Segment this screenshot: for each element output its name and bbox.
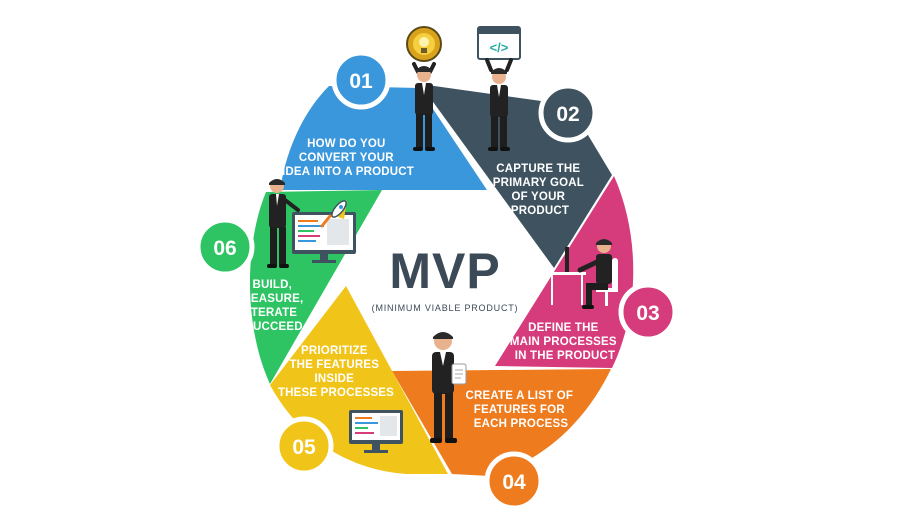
code-window-icon: </> — [477, 26, 521, 60]
step-03-line: MAIN PROCESSES — [510, 336, 617, 348]
svg-text:HOW DO YOU CONVERT YOUR: HOW DO YOU CONVERT YOUR IDEA INTO A PROD… — [282, 138, 414, 178]
step-04-number: 04 — [502, 471, 526, 494]
step-05-line: PRIORITIZE — [301, 345, 368, 357]
step-01-number: 01 — [349, 70, 373, 93]
step-03-number: 03 — [636, 302, 659, 325]
step-02-label: CAPTURE THE PRIMARY GOAL OF YOUR PRODUCT — [493, 163, 587, 217]
businessman-figure-02 — [485, 58, 513, 151]
businessman-figure-04 — [430, 332, 457, 443]
step-05-label: PRIORITIZE THE FEATURES INSIDE THESE PRO… — [278, 345, 394, 399]
step-02-line: PRODUCT — [511, 205, 569, 217]
step-04-line: EACH PROCESS — [474, 418, 569, 430]
step-06-line: ITERATE — [247, 307, 297, 319]
step-06-label: BUILD, MEASURE, ITERATE SUCCEED — [241, 279, 307, 333]
step-03-line: IN THE PRODUCT — [515, 350, 616, 362]
step-04-line: CREATE A LIST OF — [466, 390, 574, 402]
rocket-icon — [320, 200, 347, 228]
monitor-icon — [349, 410, 403, 453]
step-01-line: HOW DO YOU — [307, 138, 385, 150]
step-05-number: 05 — [292, 436, 316, 459]
step-06-number: 06 — [213, 237, 236, 260]
businessman-figure-01 — [412, 62, 436, 151]
step-06-badge: 06 — [195, 217, 255, 277]
step-06-line: SUCCEED — [245, 321, 303, 333]
step-03-label: DEFINE THE MAIN PROCESSES IN THE PRODUCT — [510, 322, 620, 362]
step-02-line: CAPTURE THE — [496, 163, 580, 175]
clipboard-icon — [451, 363, 467, 385]
step-01-badge: 01 — [331, 50, 391, 110]
lightbulb-icon — [406, 26, 442, 62]
step-02-badge: 02 — [538, 83, 598, 143]
step-04-badge: 04 — [484, 451, 544, 511]
svg-text:PRIORITIZE THE FEATURES: PRIORITIZE THE FEATURES INSIDE THESE PRO… — [278, 345, 394, 399]
step-01-line: CONVERT YOUR — [299, 152, 394, 164]
businessman-figure-06 — [267, 179, 300, 268]
step-05-line: THE FEATURES — [289, 359, 379, 371]
desktop-monitor-icon — [292, 212, 356, 263]
svg-text:CAPTURE THE PRIMARY GOAL: CAPTURE THE PRIMARY GOAL OF YOUR PRODUCT — [493, 163, 587, 217]
step-05-line: INSIDE — [315, 373, 355, 385]
code-symbol: </> — [490, 40, 509, 55]
svg-text:DEFINE THE MAIN PROCESSE: DEFINE THE MAIN PROCESSES IN THE PRODUCT — [510, 322, 620, 362]
step-02-number: 02 — [556, 103, 579, 126]
step-01-line: IDEA INTO A PRODUCT — [282, 166, 414, 178]
step-03-badge: 03 — [618, 282, 678, 342]
svg-text:CREATE A LIST OF FEATURE: CREATE A LIST OF FEATURES FOR EACH PROCE… — [466, 390, 577, 430]
diagram-subtitle: (MINIMUM VIABLE PRODUCT) — [372, 303, 519, 313]
businessman-figure-03 — [577, 239, 612, 309]
step-03-line: DEFINE THE — [528, 322, 598, 334]
step-06-line: BUILD, — [253, 279, 293, 291]
step-01-label: HOW DO YOU CONVERT YOUR IDEA INTO A PROD… — [282, 138, 414, 178]
step-05-line: THESE PROCESSES — [278, 387, 394, 399]
step-06-line: MEASURE, — [241, 293, 303, 305]
step-02-line: OF YOUR — [512, 191, 566, 203]
segment-blade-01 — [280, 86, 487, 190]
step-04-label: CREATE A LIST OF FEATURES FOR EACH PROCE… — [466, 390, 577, 430]
diagram-title: MVP — [389, 243, 500, 299]
step-05-badge: 05 — [274, 416, 334, 476]
step-02-line: PRIMARY GOAL — [493, 177, 584, 189]
step-04-line: FEATURES FOR — [474, 404, 565, 416]
svg-text:BUILD, MEASURE, IT: BUILD, MEASURE, ITERATE SUCCEED — [241, 279, 307, 333]
